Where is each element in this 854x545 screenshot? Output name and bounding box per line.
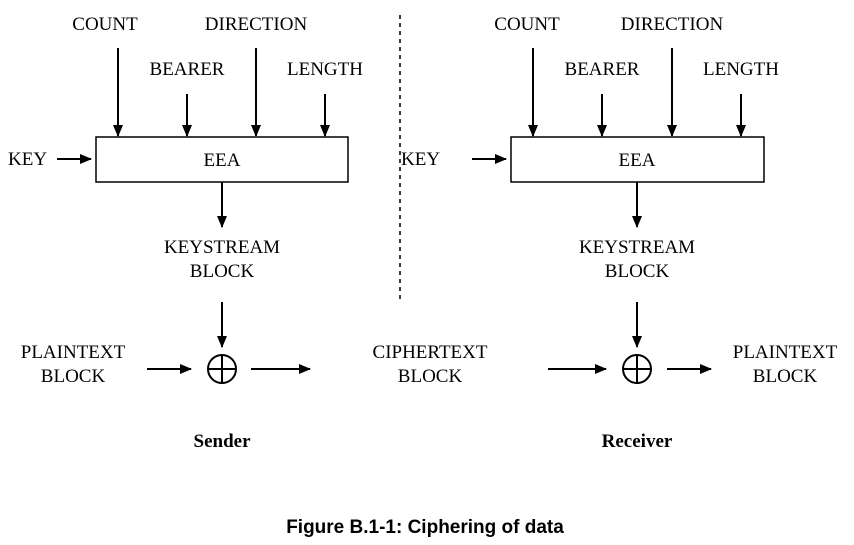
ciphertext-label: CIPHERTEXT xyxy=(373,342,488,363)
sender-label: Sender xyxy=(194,431,252,452)
receiver-xor-icon xyxy=(622,354,652,384)
receiver-bearer-label: BEARER xyxy=(565,59,640,80)
ciphertext-section: CIPHERTEXT BLOCK xyxy=(373,342,488,387)
receiver-direction-label: DIRECTION xyxy=(621,14,724,35)
receiver-length-label: LENGTH xyxy=(703,59,779,80)
receiver-key-label: KEY xyxy=(401,149,440,170)
sender-count-label: COUNT xyxy=(72,14,138,35)
sender-eea-box xyxy=(95,136,349,183)
sender-plaintext-label: PLAINTEXT xyxy=(21,342,126,363)
receiver-eea-box xyxy=(510,136,765,183)
sender-keystream-label: KEYSTREAM xyxy=(164,237,280,258)
sender-eea-label: EEA xyxy=(204,150,241,171)
receiver-keystream-label: KEYSTREAM xyxy=(579,237,695,258)
receiver-plaintext-label: PLAINTEXT xyxy=(733,342,838,363)
receiver-section: COUNT DIRECTION BEARER LENGTH KEY EEA KE… xyxy=(401,14,838,452)
sender-section: COUNT DIRECTION BEARER LENGTH KEY EEA KE… xyxy=(8,14,363,452)
sender-plaintext-block-label: BLOCK xyxy=(41,366,106,387)
receiver-eea-label: EEA xyxy=(619,150,656,171)
sender-length-label: LENGTH xyxy=(287,59,363,80)
receiver-count-label: COUNT xyxy=(494,14,560,35)
sender-xor-icon xyxy=(207,354,237,384)
receiver-plaintext-block-label: BLOCK xyxy=(753,366,818,387)
receiver-label: Receiver xyxy=(602,431,673,452)
sender-key-label: KEY xyxy=(8,149,47,170)
sender-direction-label: DIRECTION xyxy=(205,14,308,35)
sender-bearer-label: BEARER xyxy=(150,59,225,80)
ciphertext-block-label: BLOCK xyxy=(398,366,463,387)
sender-keystream-block-label: BLOCK xyxy=(190,261,255,282)
receiver-keystream-block-label: BLOCK xyxy=(605,261,670,282)
figure-caption: Figure B.1-1: Ciphering of data xyxy=(286,517,564,538)
